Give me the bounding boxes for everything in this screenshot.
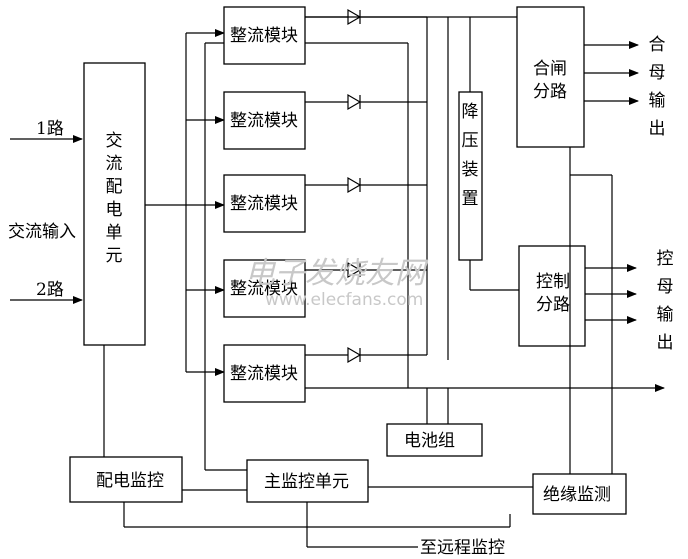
- closing-bus-output-char: 出: [649, 119, 666, 139]
- watermark-url: www.elecfans.com: [265, 290, 423, 310]
- watermark-cn: 电子发烧友网: [245, 256, 429, 291]
- rectifier-module-box: [223, 259, 306, 318]
- distribution-monitor-label: 配电监控: [96, 471, 164, 491]
- rectifier-module-box: [223, 344, 306, 403]
- step-down-device-char: 降: [462, 102, 479, 122]
- ac-input-label: 交流输入: [8, 222, 76, 242]
- control-bus-output-char: 出: [657, 333, 674, 353]
- closing-branch-label-1: 合闸: [533, 59, 567, 79]
- main-monitor-unit-box: [246, 459, 369, 503]
- rectifier-module-label: 整流模块: [230, 279, 298, 299]
- ac-distribution-unit-box: [83, 62, 146, 346]
- control-branch-label-2: 分路: [536, 295, 570, 315]
- closing-branch-box: [516, 6, 585, 148]
- input-line-1-label: 1路: [36, 119, 64, 139]
- rectifier-module-box: [223, 6, 306, 65]
- ac-distribution-unit-char: 单: [106, 223, 123, 243]
- control-bus-output-char: 控: [657, 249, 674, 269]
- step-down-device-char: 置: [462, 189, 479, 209]
- control-bus-output-char: 输: [657, 305, 674, 325]
- ac-distribution-unit-char: 元: [106, 246, 123, 266]
- ac-distribution-unit-char: 流: [106, 154, 123, 174]
- diode-icon: [347, 261, 362, 279]
- remote-monitor-label: 至远程监控: [420, 538, 505, 558]
- control-branch-label-1: 控制: [536, 272, 570, 292]
- rectifier-module-label: 整流模块: [230, 194, 298, 214]
- rectifier-module-label: 整流模块: [230, 364, 298, 384]
- insulation-monitor-box: [532, 473, 627, 515]
- ac-distribution-unit-char: 电: [106, 200, 123, 220]
- diode-icon: [347, 176, 362, 194]
- diode-icon: [347, 93, 362, 111]
- closing-bus-output-char: 合: [649, 35, 666, 55]
- ac-distribution-unit-char: 交: [106, 131, 123, 151]
- diode-icon: [347, 346, 362, 364]
- control-branch-box: [518, 245, 586, 347]
- closing-bus-output-char: 母: [649, 63, 666, 83]
- ac-distribution-unit-char: 配: [106, 177, 123, 197]
- input-line-2-label: 2路: [36, 280, 64, 300]
- insulation-monitor-label: 绝缘监测: [543, 485, 611, 505]
- step-down-device-char: 压: [462, 131, 479, 151]
- closing-branch-label-2: 分路: [533, 82, 567, 102]
- step-down-device-char: 装: [462, 160, 479, 180]
- distribution-monitor-box: [69, 456, 183, 503]
- rectifier-module-label: 整流模块: [230, 111, 298, 131]
- rectifier-module-box: [223, 174, 306, 233]
- battery-box: [386, 423, 483, 457]
- control-bus-output-char: 母: [657, 277, 674, 297]
- closing-bus-output-char: 输: [649, 91, 666, 111]
- rectifier-module-label: 整流模块: [230, 26, 298, 46]
- rectifier-module-box: [223, 91, 306, 150]
- main-monitor-unit-label: 主监控单元: [264, 472, 349, 492]
- battery-label: 电池组: [404, 431, 455, 451]
